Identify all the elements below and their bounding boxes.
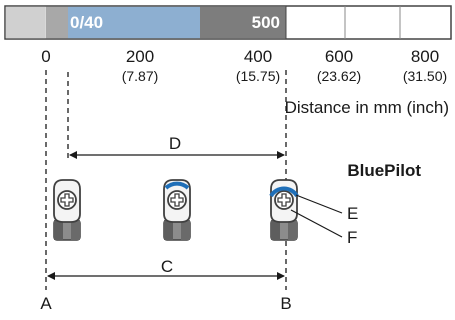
callout-e-label: E xyxy=(347,204,358,223)
point-a-label: A xyxy=(40,294,52,313)
dimension-d-label: D xyxy=(169,134,181,153)
callout-f-line xyxy=(290,209,343,238)
range-bar-right-label: 500 xyxy=(252,13,280,32)
range-bar: 0/40 500 xyxy=(4,5,452,40)
sensor-device-right xyxy=(269,179,299,241)
range-bar-blue-segment xyxy=(68,6,200,39)
tick-400-inch: (15.75) xyxy=(236,68,280,84)
scale-axis-label: Distance in mm (inch) xyxy=(285,98,449,117)
tick-0-mm: 0 xyxy=(41,47,50,66)
tick-200-inch: (7.87) xyxy=(122,68,159,84)
product-label: BluePilot xyxy=(347,161,421,180)
tick-400-mm: 400 xyxy=(244,47,272,66)
tick-800-inch: (31.50) xyxy=(403,68,447,84)
callout-e-line xyxy=(295,194,343,214)
sensor-device-left xyxy=(53,179,81,241)
tick-600-inch: (23.62) xyxy=(317,68,361,84)
tick-800-mm: 800 xyxy=(411,47,439,66)
range-bar-shade-segment xyxy=(46,6,68,39)
blue-ring-partial xyxy=(164,181,190,190)
sensor-device-middle xyxy=(163,179,191,241)
range-bar-offset-segment xyxy=(5,6,46,39)
distance-scale: 0 200 (7.87) 400 (15.75) 600 (23.62) 800… xyxy=(41,47,449,117)
dimension-c-label: C xyxy=(161,257,173,276)
tick-200-mm: 200 xyxy=(126,47,154,66)
point-b-label: B xyxy=(280,294,291,313)
callout-f-label: F xyxy=(347,228,357,247)
tick-600-mm: 600 xyxy=(325,47,353,66)
blue-ring-full xyxy=(269,186,299,198)
range-bar-left-label: 0/40 xyxy=(70,13,103,32)
